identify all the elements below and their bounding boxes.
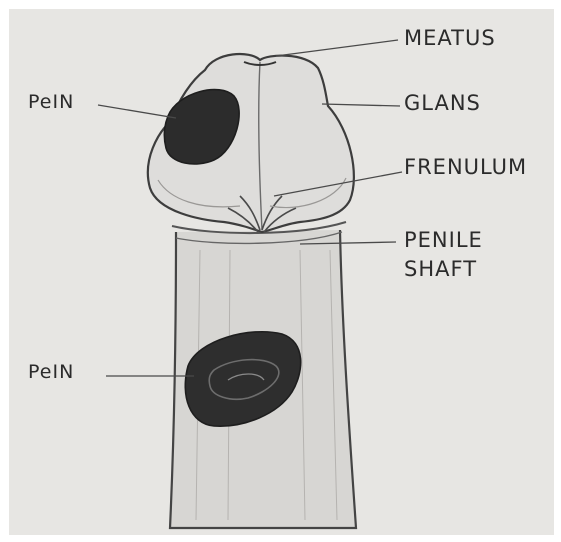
label-shaft: SHAFT: [404, 258, 477, 282]
label-glans: GLANS: [404, 92, 481, 116]
label-pein-bottom: PeIN: [28, 362, 74, 383]
label-frenulum: FRENULUM: [404, 156, 527, 180]
label-meatus: MEATUS: [404, 27, 496, 51]
label-penile: PENILE: [404, 229, 483, 253]
label-pein-top: PeIN: [28, 92, 74, 113]
